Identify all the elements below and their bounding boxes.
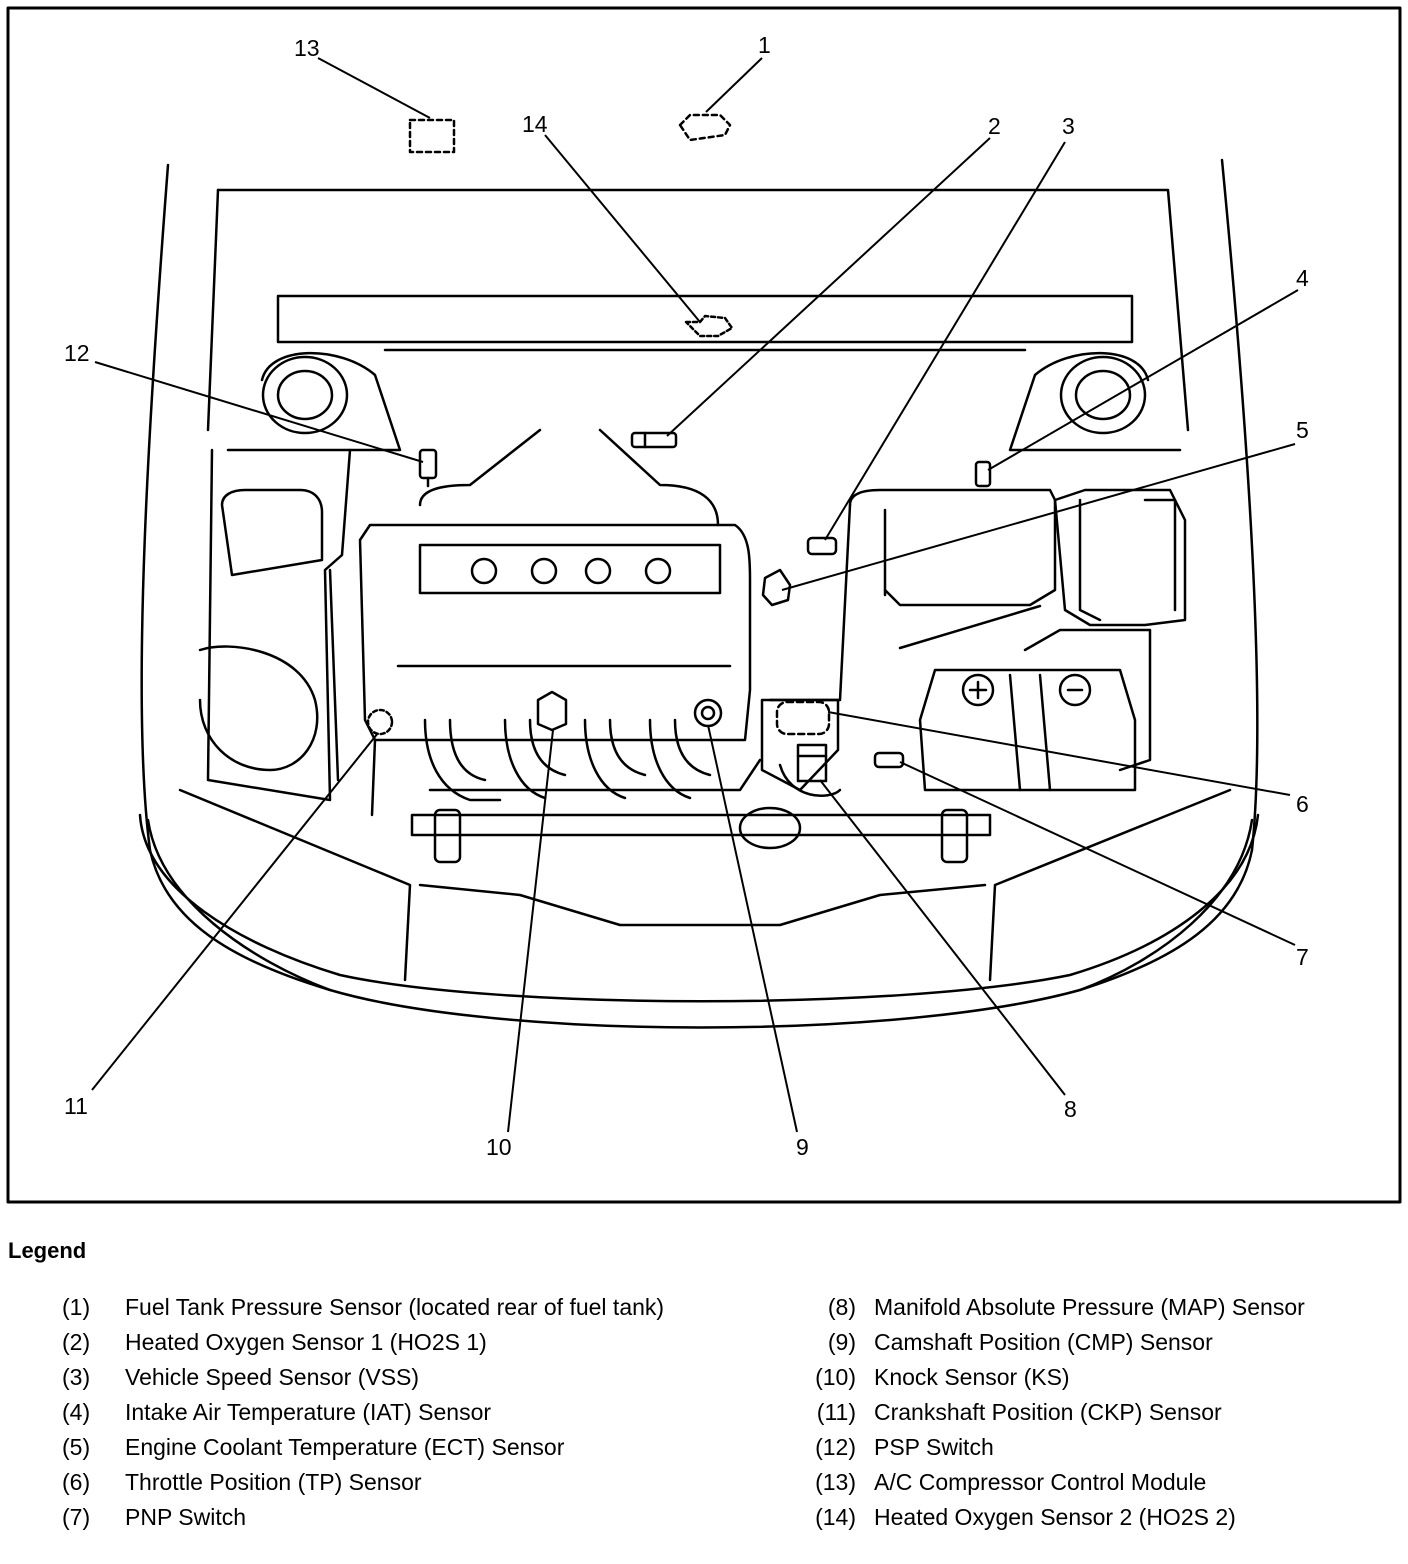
callout-5: 5 [1296, 417, 1309, 443]
ho2s1-shape [630, 431, 678, 449]
radiator-support [410, 813, 992, 837]
exhaust-manifold [423, 718, 502, 802]
legend-item-text: Engine Coolant Temperature (ECT) Sensor [125, 1434, 565, 1460]
legend-item-number: (12) [815, 1434, 856, 1460]
legend-item: (10) Knock Sensor (KS) [786, 1360, 1396, 1395]
legend-item-text: Throttle Position (TP) Sensor [125, 1469, 422, 1495]
legend-item-text: PSP Switch [874, 1434, 994, 1460]
legend-item-text: Heated Oxygen Sensor 1 (HO2S 1) [125, 1329, 487, 1355]
legend-item-number: (2) [62, 1329, 91, 1355]
legend-item-number: (13) [815, 1469, 856, 1495]
callout-13: 13 [294, 35, 320, 61]
engine-block [418, 428, 720, 527]
right-strut-tower [1008, 351, 1182, 452]
callout-9: 9 [796, 1134, 809, 1160]
legend-item-number: (8) [827, 1294, 856, 1320]
legend-item: (7) PNP Switch [62, 1500, 682, 1535]
legend-item: (14) Heated Oxygen Sensor 2 (HO2S 2) [786, 1500, 1396, 1535]
legend-item-text: Crankshaft Position (CKP) Sensor [874, 1399, 1222, 1425]
legend-item: (2) Heated Oxygen Sensor 1 (HO2S 1) [62, 1325, 682, 1360]
air-cleaner-box [848, 488, 1057, 607]
legend-item-text: Intake Air Temperature (IAT) Sensor [125, 1399, 492, 1425]
legend-item: (3) Vehicle Speed Sensor (VSS) [62, 1360, 682, 1395]
callout-4: 4 [1296, 265, 1309, 291]
knock-sensor-shape [536, 690, 568, 732]
psp-switch-shape [418, 448, 438, 488]
callout-8: 8 [1064, 1096, 1077, 1122]
legend-item: (4) Intake Air Temperature (IAT) Sensor [62, 1395, 682, 1430]
callout-2: 2 [988, 113, 1001, 139]
leader-lines [91, 57, 1299, 1133]
washer-reservoir [206, 448, 352, 802]
legend-item-number: (7) [62, 1504, 91, 1530]
legend-item-number: (5) [62, 1434, 91, 1460]
legend-item-number: (9) [827, 1329, 856, 1355]
callout-1: 1 [758, 32, 771, 58]
ect-sensor-shape [761, 568, 792, 607]
map-sensor-shape [796, 743, 828, 783]
callout-14: 14 [522, 111, 548, 137]
iat-sensor-shape [974, 460, 992, 488]
legend-item: (1) Fuel Tank Pressure Sensor (located r… [62, 1290, 682, 1325]
ckp-sensor-shape [366, 708, 394, 736]
legend-title: Legend [8, 1238, 87, 1263]
legend-left-column: (1) Fuel Tank Pressure Sensor (located r… [62, 1290, 682, 1535]
legend-item-text: Manifold Absolute Pressure (MAP) Sensor [874, 1294, 1305, 1320]
legend-item-number: (3) [62, 1364, 91, 1390]
ho2s2-shape [684, 314, 734, 338]
legend-item: (8) Manifold Absolute Pressure (MAP) Sen… [786, 1290, 1396, 1325]
engine-compartment-diagram: 1 2 3 4 5 6 7 8 9 10 11 12 13 14 [6, 6, 1402, 1204]
legend-item-number: (1) [62, 1294, 91, 1320]
firewall [216, 188, 1190, 432]
legend-item-number: (10) [815, 1364, 856, 1390]
legend-item-number: (4) [62, 1399, 91, 1425]
callout-3: 3 [1062, 113, 1075, 139]
legend-right-column: (8) Manifold Absolute Pressure (MAP) Sen… [786, 1290, 1396, 1535]
legend-item: (9) Camshaft Position (CMP) Sensor [786, 1325, 1396, 1360]
callout-7: 7 [1296, 944, 1309, 970]
legend-item-text: Fuel Tank Pressure Sensor (located rear … [125, 1294, 665, 1320]
legend-item-number: (6) [62, 1469, 91, 1495]
callout-6: 6 [1296, 791, 1309, 817]
callout-12: 12 [64, 340, 90, 366]
tp-sensor-shape [775, 700, 831, 736]
cmp-sensor-shape [693, 698, 723, 728]
legend-item-text: Camshaft Position (CMP) Sensor [874, 1329, 1213, 1355]
legend-item-text: PNP Switch [125, 1504, 247, 1530]
vss-shape [806, 536, 838, 556]
legend-item-text: Vehicle Speed Sensor (VSS) [125, 1364, 420, 1390]
legend-item-text: Heated Oxygen Sensor 2 (HO2S 2) [874, 1504, 1236, 1530]
legend-item: (5) Engine Coolant Temperature (ECT) Sen… [62, 1430, 682, 1465]
left-strut-tower [226, 351, 402, 452]
legend-item-text: Knock Sensor (KS) [874, 1364, 1070, 1390]
legend-item: (12) PSP Switch [786, 1430, 1396, 1465]
legend-item-number: (14) [815, 1504, 856, 1530]
legend-item: (6) Throttle Position (TP) Sensor [62, 1465, 682, 1500]
battery [918, 668, 1137, 792]
fuel-tank-pressure-sensor-shape [678, 113, 732, 142]
legend-item: (11) Crankshaft Position (CKP) Sensor [786, 1395, 1396, 1430]
right-fender [1078, 158, 1259, 992]
legend-item-text: A/C Compressor Control Module [874, 1469, 1207, 1495]
front-bumper [146, 818, 1254, 1029]
cowl-panel [276, 294, 1134, 344]
pnp-switch-shape [873, 751, 905, 769]
left-fender [140, 163, 332, 992]
legend-item: (13) A/C Compressor Control Module [786, 1465, 1396, 1500]
ac-control-module-shape [408, 118, 456, 154]
callout-10: 10 [486, 1134, 512, 1160]
throttle-body-bracket [760, 698, 840, 792]
diagram-frame [6, 6, 1402, 1204]
legend-item-number: (11) [816, 1399, 856, 1425]
callout-11: 11 [64, 1093, 88, 1119]
valve-cover [418, 543, 722, 595]
